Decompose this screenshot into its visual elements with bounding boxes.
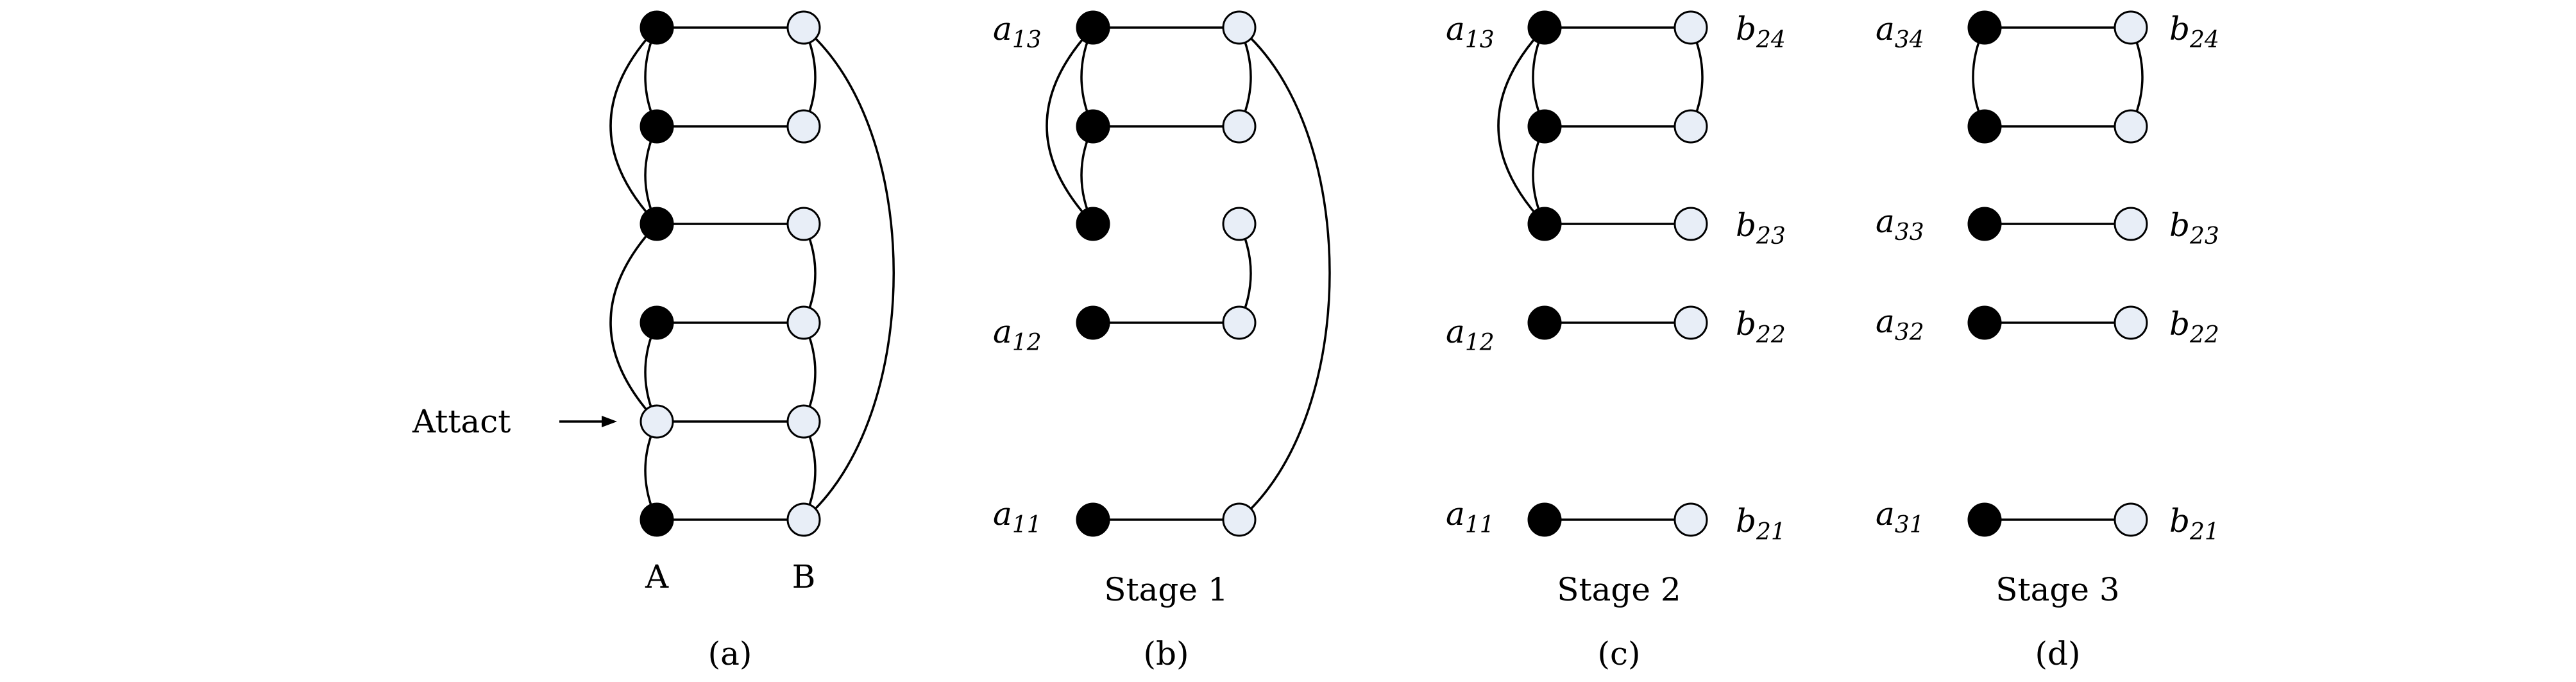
node-b (1222, 305, 1257, 340)
panel-a-nodes (640, 10, 821, 537)
node-a (640, 502, 674, 537)
column-label-b: B (792, 558, 816, 595)
node-label: b21 (2169, 502, 2219, 545)
node-label: b23 (2169, 207, 2219, 250)
node-label: a34 (1876, 10, 1924, 53)
node-a (1967, 502, 2002, 537)
node-label: b22 (2169, 305, 2219, 348)
node-a (640, 109, 674, 144)
panel-a-edges (609, 26, 895, 521)
node-b (2114, 109, 2148, 144)
node-label: a12 (1446, 313, 1495, 356)
node-b (786, 404, 821, 439)
edge (1497, 26, 1546, 225)
panel-b-edges (1046, 26, 1331, 521)
node-label: a12 (993, 313, 1042, 356)
node-a (640, 305, 674, 340)
node-label: a11 (993, 495, 1042, 538)
edge (1046, 26, 1094, 225)
node-a (1527, 305, 1562, 340)
node-a (1527, 207, 1562, 241)
column-label-a: A (645, 558, 669, 595)
node-b (786, 502, 821, 537)
node-b (786, 10, 821, 45)
node-label: a13 (993, 10, 1042, 53)
attack-arrowhead (602, 416, 617, 427)
node-label: a31 (1876, 495, 1924, 538)
caption-b: (b) (1143, 635, 1189, 672)
stage-label: Stage 1 (1104, 571, 1228, 608)
node-b (2114, 10, 2148, 45)
panel-c: a13 a12 a11 b24 b23 b22 b21 Stage 2 (c) (1446, 10, 1786, 672)
panel-b-nodes (1076, 10, 1257, 537)
node-b (786, 305, 821, 340)
node-b (1222, 109, 1257, 144)
node-b (786, 207, 821, 241)
node-b (2114, 305, 2148, 340)
node-b (1674, 502, 1708, 537)
caption-c: (c) (1597, 635, 1640, 672)
panel-b: a13 a12 a11 Stage 1 (b) (993, 10, 1331, 672)
stage-label: Stage 3 (1996, 571, 2119, 608)
node-b (2114, 502, 2148, 537)
node-label: a13 (1446, 10, 1495, 53)
node-label: a33 (1876, 203, 1924, 246)
node-a (640, 10, 674, 45)
node-a (1967, 109, 2002, 144)
attacked-node (640, 404, 674, 439)
node-a (1527, 502, 1562, 537)
node-a (1076, 10, 1110, 45)
node-label: b24 (2169, 10, 2219, 53)
node-a (1527, 10, 1562, 45)
node-b (1222, 10, 1257, 45)
node-a (640, 207, 674, 241)
node-a (1076, 109, 1110, 144)
node-b (1674, 305, 1708, 340)
node-a (1967, 207, 2002, 241)
node-a (1076, 305, 1110, 340)
caption-d: (d) (2035, 635, 2080, 672)
panel-c-edges (1497, 26, 1704, 521)
node-a (1967, 305, 2002, 340)
edge (609, 223, 658, 423)
panel-d: a34 a33 a32 a31 b24 b23 b22 b21 Stage 3 … (1876, 10, 2219, 672)
stage-label: Stage 2 (1557, 571, 1681, 608)
node-b (2114, 207, 2148, 241)
node-label: b24 (1736, 10, 1786, 53)
node-a (1527, 109, 1562, 144)
node-a (1076, 502, 1110, 537)
node-label: b23 (1736, 207, 1786, 250)
node-label: b21 (1736, 502, 1786, 545)
edge (609, 26, 658, 225)
node-a (1076, 207, 1110, 241)
panel-c-nodes (1527, 10, 1708, 537)
attack-arrow (559, 416, 617, 427)
node-label: a11 (1446, 495, 1495, 538)
node-b (1674, 207, 1708, 241)
panel-d-edges (1972, 26, 2144, 521)
edge (802, 26, 895, 521)
node-b (1222, 207, 1257, 241)
node-label: a32 (1876, 303, 1924, 346)
edge (1238, 26, 1331, 521)
panel-a: Attact A B (a) (412, 10, 895, 672)
node-b (786, 109, 821, 144)
attack-label: Attact (412, 403, 511, 440)
node-b (1674, 109, 1708, 144)
panel-d-nodes (1967, 10, 2148, 537)
node-b (1674, 10, 1708, 45)
caption-a: (a) (708, 635, 752, 672)
node-b (1222, 502, 1257, 537)
node-a (1967, 10, 2002, 45)
node-label: b22 (1736, 305, 1786, 348)
